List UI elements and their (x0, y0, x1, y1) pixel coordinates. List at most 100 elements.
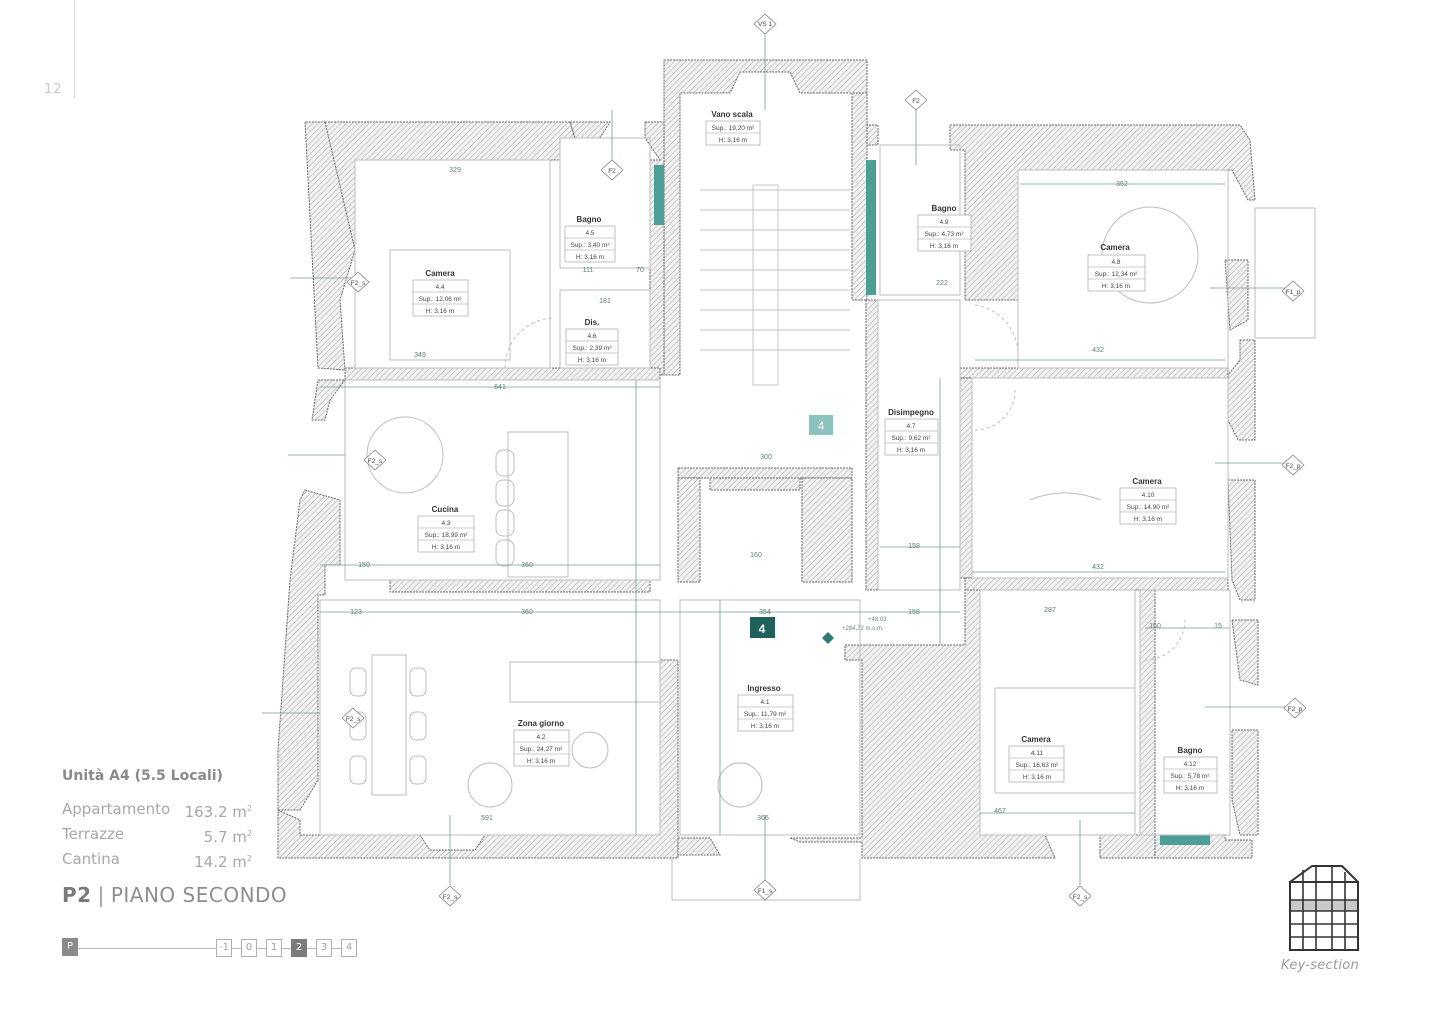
svg-text:Sup.: 11,79 m²: Sup.: 11,79 m² (744, 711, 787, 718)
area-value: 14.2 m (194, 853, 247, 871)
svg-text:Bagno: Bagno (932, 204, 957, 213)
svg-text:4: 4 (818, 419, 825, 433)
svg-text:160: 160 (1149, 623, 1161, 630)
svg-text:F2_s: F2_s (443, 894, 458, 901)
svg-text:4.2: 4.2 (536, 734, 545, 741)
svg-text:4.6: 4.6 (587, 333, 596, 340)
svg-text:Ingresso: Ingresso (747, 684, 780, 693)
svg-text:4.3: 4.3 (441, 520, 450, 527)
room-label-camera-4-4: Camera 4.4 Sup.: 12,06 m² H: 3,16 m (412, 269, 469, 317)
area-row-apartment: Appartamento 163.2 m2 (62, 800, 252, 821)
svg-text:Sup.: 9,62 m²: Sup.: 9,62 m² (891, 435, 931, 442)
svg-text:158: 158 (908, 609, 920, 616)
svg-text:Sup.: 3,40 m²: Sup.: 3,40 m² (570, 242, 610, 249)
stair-marker: 4 (809, 415, 833, 435)
svg-text:329: 329 (449, 167, 461, 174)
window-tag-f1s: F1_s (753, 879, 777, 901)
window-tag-f2s: F2_s (1068, 885, 1092, 907)
area-value: 163.2 m (184, 803, 247, 821)
window-tag-f2s: F2_s (438, 885, 462, 907)
floor-nav-line (72, 948, 352, 949)
svg-text:F2_s: F2_s (1073, 894, 1088, 901)
svg-text:160: 160 (750, 552, 762, 559)
svg-text:F2_s: F2_s (368, 458, 383, 465)
svg-text:Sup.: 12,06 m²: Sup.: 12,06 m² (419, 296, 462, 303)
room-label-cucina-4-3: Cucina 4.3 Sup.: 18,99 m² H: 3,16 m (417, 505, 475, 553)
svg-text:F1_p: F1_p (1286, 289, 1301, 296)
floor-level-1[interactable]: 1 (266, 939, 282, 957)
svg-text:VS 1: VS 1 (758, 21, 772, 28)
window-tag-f2: F2 (904, 89, 928, 111)
window-tag-f2p: F2_p (1281, 454, 1305, 476)
svg-text:4.8: 4.8 (1111, 259, 1120, 266)
area-row-terraces: Terrazze 5.7 m2 (62, 825, 252, 846)
room-label-bagno-4-5: Bagno 4.5 Sup.: 3,40 m² H: 3,16 m (564, 215, 616, 263)
key-section-icon (1289, 865, 1359, 951)
floor-navigator: P -1 0 1 2 3 4 (62, 938, 362, 958)
floor-title: P2|PIANO SECONDO (62, 883, 287, 907)
window-tag-f2s: F2_s (346, 271, 370, 293)
svg-text:150: 150 (358, 562, 370, 569)
room-label-vano-scala: Vano scala Sup.: 19,20 m² H: 3,16 m (705, 110, 761, 146)
entrance-marker: 4 (750, 617, 775, 638)
svg-text:H: 3,16 m: H: 3,16 m (1023, 774, 1051, 781)
svg-text:F2_p: F2_p (1286, 463, 1301, 470)
svg-text:Sup.: 4,73 m²: Sup.: 4,73 m² (924, 231, 964, 238)
svg-text:111: 111 (583, 267, 594, 274)
room-label-zona-giorno-4-2: Zona giorno 4.2 Sup.: 24,27 m² H: 3,16 m (513, 719, 570, 767)
svg-text:4.9: 4.9 (939, 219, 948, 226)
svg-text:287: 287 (1044, 607, 1056, 614)
svg-text:H: 3,16 m: H: 3,16 m (1176, 785, 1204, 792)
svg-text:F1_s: F1_s (758, 888, 773, 895)
svg-text:+284,72 m.s.m.: +284,72 m.s.m. (842, 626, 884, 632)
window-tag-f2s: F2_s (341, 707, 365, 729)
floor-level-0[interactable]: 0 (241, 939, 257, 957)
svg-text:F2_s: F2_s (351, 280, 366, 287)
svg-text:H: 3,16 m: H: 3,16 m (432, 544, 460, 551)
svg-text:Sup.: 12,34 m²: Sup.: 12,34 m² (1095, 271, 1138, 278)
elevation-marker: +48,03 +284,72 m.s.m. (822, 617, 887, 644)
window-tag-f2s: F2_s (363, 449, 387, 471)
svg-text:H: 3,16 m: H: 3,16 m (578, 357, 606, 364)
svg-text:123: 123 (350, 609, 362, 616)
svg-text:4.10: 4.10 (1142, 492, 1155, 499)
svg-text:467: 467 (994, 808, 1006, 815)
svg-text:360: 360 (521, 609, 533, 616)
room-label-camera-4-11: Camera 4.11 Sup.: 16,63 m² H: 3,16 m (1008, 735, 1065, 783)
svg-text:H: 3,16 m: H: 3,16 m (930, 243, 958, 250)
svg-text:349: 349 (414, 352, 426, 359)
svg-text:Sup.: 16,63 m²: Sup.: 16,63 m² (1016, 762, 1059, 769)
svg-text:Cucina: Cucina (432, 505, 459, 514)
floor-level-minus1[interactable]: -1 (216, 939, 232, 957)
floor-level-2[interactable]: 2 (291, 939, 307, 957)
window-tag-f1p: F1_p (1281, 280, 1305, 302)
walls (277, 59, 1259, 859)
svg-text:F2_p: F2_p (1288, 706, 1303, 713)
svg-text:Sup.: 18,99 m²: Sup.: 18,99 m² (425, 532, 468, 539)
room-label-camera-4-8: Camera 4.8 Sup.: 12,34 m² H: 3,16 m (1087, 243, 1146, 292)
window-tag-f2: F2 (600, 159, 624, 181)
svg-text:H: 3,16 m: H: 3,16 m (1102, 283, 1130, 290)
page-number: 12 (44, 82, 63, 97)
svg-text:432: 432 (1092, 347, 1104, 354)
svg-text:Camera: Camera (425, 269, 455, 278)
floor-level-3[interactable]: 3 (316, 939, 332, 957)
room-label-camera-4-10: Camera 4.10 Sup.: 14,90 m² H: 3,16 m (1119, 477, 1177, 525)
shaft-strip (866, 160, 876, 295)
room-label-dis-4-6: Dis. 4.6 Sup.: 2,39 m² H: 3,16 m (565, 318, 619, 366)
svg-text:Bagno: Bagno (1178, 746, 1203, 755)
key-section-label: Key-section (1281, 958, 1360, 973)
shaft-strip (1160, 835, 1210, 845)
room-label-ingresso-4-1: Ingresso 4.1 Sup.: 11,79 m² H: 3,16 m (737, 684, 794, 732)
svg-text:4.11: 4.11 (1031, 750, 1044, 757)
unit-title: Unità A4 (5.5 Locali) (62, 768, 223, 784)
svg-text:Sup.: 24,27 m²: Sup.: 24,27 m² (520, 746, 563, 753)
floor-level-4[interactable]: 4 (341, 939, 357, 957)
svg-text:F2_s: F2_s (346, 716, 361, 723)
svg-text:352: 352 (1116, 181, 1128, 188)
svg-text:H: 3,16 m: H: 3,16 m (897, 447, 925, 454)
svg-text:641: 641 (494, 384, 506, 391)
window-tag-vs1: VS 1 (753, 13, 777, 35)
floor-nav-p[interactable]: P (62, 938, 78, 956)
area-label: Appartamento (62, 800, 171, 818)
